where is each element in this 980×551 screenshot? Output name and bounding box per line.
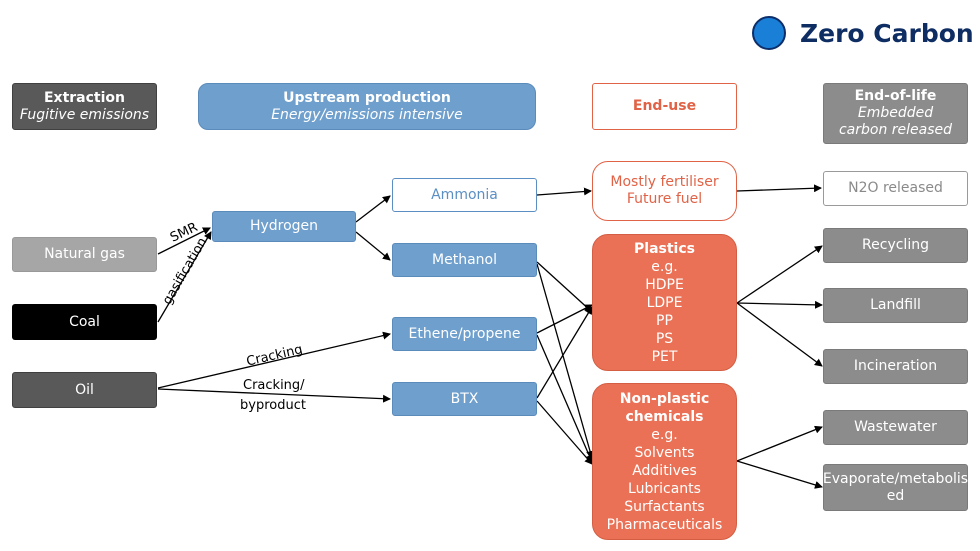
arrow-plastics-recycling <box>736 245 823 304</box>
node-natural-gas-label: Natural gas <box>44 246 125 262</box>
node-incineration: Incineration <box>823 349 968 384</box>
arrow-methanol-nonplastic <box>536 263 594 459</box>
plastics-item: HDPE <box>645 276 684 293</box>
node-natural-gas: Natural gas <box>12 237 157 272</box>
arrow-methanol-plastics <box>536 261 593 313</box>
header-endoflife-subtitle: Embedded carbon released <box>838 105 953 138</box>
logo-text: Zero Carbon <box>800 18 974 48</box>
header-endoflife-title: End-of-life <box>854 88 937 104</box>
plastics-item: PP <box>656 312 673 329</box>
arrow-nonplastic-wastewater <box>736 425 823 462</box>
node-evaporate-label: Evaporate/metabolis ed <box>822 470 969 504</box>
node-fertiliser-line2: Future fuel <box>626 191 703 207</box>
nonplastic-item: Pharmaceuticals <box>606 516 723 533</box>
node-plastics-title: Plastics <box>634 240 695 257</box>
plastics-item: PET <box>651 348 678 365</box>
circle-logo-icon <box>752 16 786 50</box>
nonplastic-item: Solvents <box>634 444 695 461</box>
node-btx: BTX <box>392 382 537 416</box>
arrow-gas-hydrogen <box>157 227 211 255</box>
node-ethene-propene: Ethene/propene <box>392 317 537 351</box>
arrow-oil-btx <box>157 388 391 403</box>
node-landfill-label: Landfill <box>870 297 921 313</box>
arrow-coal-hydrogen <box>157 231 212 323</box>
node-n2o-released: N2O released <box>823 171 968 206</box>
node-recycling-label: Recycling <box>862 237 929 253</box>
node-oil: Oil <box>12 372 157 408</box>
node-n2o-label: N2O released <box>848 180 943 196</box>
node-evaporate-metabolised: Evaporate/metabolis ed <box>823 464 968 511</box>
nonplastic-item: Additives <box>632 462 697 479</box>
zero-carbon-logo: Zero Carbon <box>752 16 974 50</box>
node-oil-label: Oil <box>75 381 94 398</box>
node-recycling: Recycling <box>823 228 968 263</box>
plastics-item: PS <box>655 330 674 347</box>
header-extraction-subtitle: Fugitive emissions <box>19 106 150 123</box>
edge-label-cracking-byproduct-2: byproduct <box>240 398 306 413</box>
arrow-nonplastic-evaporate <box>736 460 823 489</box>
node-hydrogen-label: Hydrogen <box>249 218 319 234</box>
arrow-ethene-nonplastic <box>536 334 593 463</box>
nonplastic-item: Surfactants <box>624 498 705 515</box>
arrow-hydrogen-methanol <box>355 231 391 261</box>
header-endoflife: End-of-life Embedded carbon released <box>823 83 968 144</box>
node-wastewater-label: Wastewater <box>854 419 937 435</box>
header-extraction: Extraction Fugitive emissions <box>12 83 157 130</box>
arrow-hydrogen-ammonia <box>355 195 391 223</box>
node-nonplastic-title-1: Non-plastic <box>619 390 710 407</box>
node-coal-label: Coal <box>69 313 100 330</box>
arrow-fertiliser-n2o <box>736 184 822 193</box>
node-wastewater: Wastewater <box>823 410 968 445</box>
arrow-ethene-plastics <box>536 304 593 334</box>
node-nonplastic-title-2: chemicals <box>625 408 704 425</box>
node-plastics-eg: e.g. <box>651 258 678 275</box>
node-nonplastic-eg: e.g. <box>651 426 678 443</box>
header-enduse: End-use <box>592 83 737 130</box>
header-upstream: Upstream production Energy/emissions int… <box>198 83 536 130</box>
nonplastic-item: Lubricants <box>628 480 701 497</box>
plastics-item: LDPE <box>646 294 683 311</box>
node-ethene-propene-label: Ethene/propene <box>408 325 521 342</box>
arrow-ammonia-fertiliser <box>536 187 592 196</box>
node-fertiliser: Mostly fertiliser Future fuel <box>592 161 737 221</box>
header-extraction-title: Extraction <box>43 89 125 106</box>
arrow-plastics-incineration <box>736 302 823 367</box>
node-ammonia-label: Ammonia <box>431 186 498 203</box>
header-upstream-title: Upstream production <box>283 89 451 106</box>
arrow-plastics-landfill <box>736 300 823 309</box>
node-ammonia: Ammonia <box>392 178 537 212</box>
arrow-btx-plastics <box>536 306 593 399</box>
node-incineration-label: Incineration <box>853 358 938 374</box>
node-plastics: Plastics e.g. HDPE LDPE PP PS PET <box>592 234 737 371</box>
node-hydrogen: Hydrogen <box>212 211 356 242</box>
node-btx-label: BTX <box>450 390 479 407</box>
node-fertiliser-line1: Mostly fertiliser <box>610 174 719 190</box>
header-upstream-subtitle: Energy/emissions intensive <box>271 106 463 123</box>
header-enduse-title: End-use <box>632 98 697 114</box>
node-nonplastic-chemicals: Non-plastic chemicals e.g. Solvents Addi… <box>592 383 737 540</box>
node-methanol-label: Methanol <box>432 251 497 268</box>
edge-label-cracking-byproduct-1: Cracking/ <box>243 378 305 393</box>
arrow-oil-ethene <box>157 331 391 389</box>
node-methanol: Methanol <box>392 243 537 277</box>
node-landfill: Landfill <box>823 288 968 323</box>
arrow-btx-nonplastic <box>536 400 593 465</box>
node-coal: Coal <box>12 304 157 340</box>
